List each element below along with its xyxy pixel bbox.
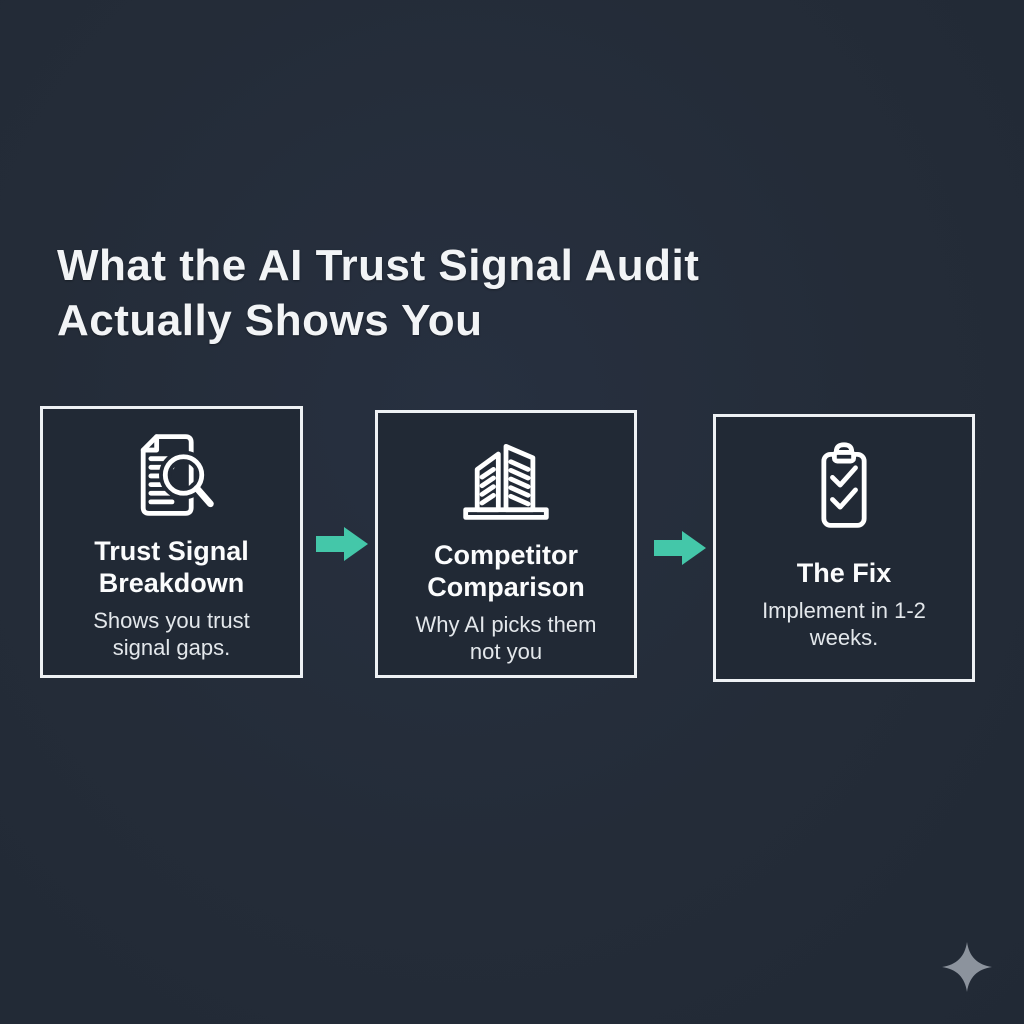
- document-search-icon: [124, 427, 220, 523]
- step-card-the-fix: The Fix Implement in 1-2 weeks.: [713, 414, 975, 682]
- step-card-competitor-comparison: Competitor Comparison Why AI picks them …: [375, 410, 637, 678]
- buildings-comparison-icon: [458, 431, 554, 527]
- clipboard-check-icon: [796, 439, 892, 535]
- step-title: Competitor Comparison: [427, 540, 585, 602]
- arrow-right-icon: [654, 531, 706, 565]
- step-subtitle: Implement in 1-2 weeks.: [762, 598, 926, 650]
- step-subtitle: Why AI picks them not you: [415, 612, 597, 664]
- step-title: The Fix: [796, 558, 892, 588]
- sparkle-icon: [942, 942, 992, 992]
- arrow-right-icon: [316, 527, 368, 561]
- step-card-trust-signal-breakdown: Trust Signal Breakdown Shows you trust s…: [40, 406, 303, 678]
- step-subtitle: Shows you trust signal gaps.: [93, 608, 250, 660]
- step-title: Trust Signal Breakdown: [94, 536, 249, 598]
- page-title: What the AI Trust Signal Audit Actually …: [57, 241, 700, 345]
